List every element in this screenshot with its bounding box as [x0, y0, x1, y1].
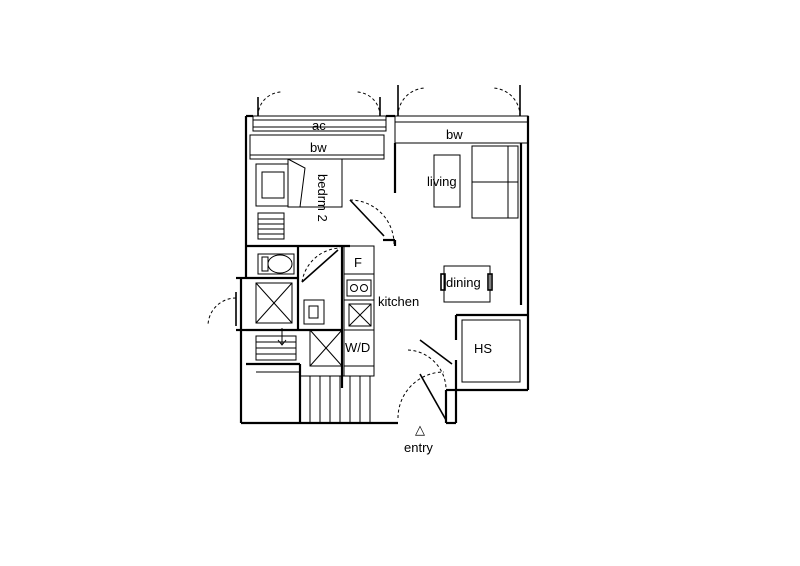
left-door: [207, 292, 237, 327]
living-furniture: [433, 145, 521, 383]
hot-storage-label: HS: [474, 341, 492, 356]
dining-label: dining: [446, 275, 481, 290]
bw-bedroom-label: bw: [310, 140, 327, 155]
kitchen-counter: [343, 245, 375, 377]
ac-balcony: [252, 115, 387, 132]
washer-dryer-label: W/D: [345, 340, 370, 355]
balcony-doors: [257, 85, 521, 117]
fridge-label: F: [354, 255, 362, 270]
interior-walls: [246, 143, 528, 423]
entry-label: entry: [404, 440, 433, 455]
stairs: [255, 328, 374, 423]
kitchen-label: kitchen: [378, 294, 419, 309]
entry-marker-icon: △: [415, 422, 425, 437]
bathroom: [255, 247, 341, 324]
entry-doors: [397, 339, 453, 421]
bedroom-furniture: [255, 158, 395, 245]
ac-label: ac: [312, 118, 326, 133]
exterior-walls: [236, 114, 530, 425]
living-label: living: [427, 174, 457, 189]
bedroom-label: bedrm 2: [315, 174, 330, 222]
utility-area: [303, 299, 343, 367]
bw-living-label: bw: [446, 127, 463, 142]
